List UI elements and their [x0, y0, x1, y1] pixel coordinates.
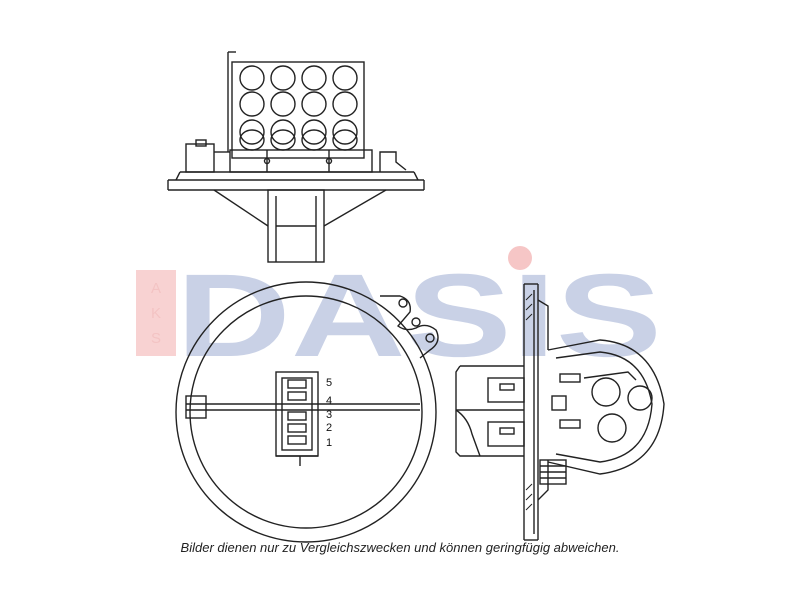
watermark-brand: DASIS — [176, 250, 662, 382]
resistor-coils — [239, 65, 358, 151]
pin-label-5: 5 — [326, 377, 332, 389]
svg-text:S: S — [151, 330, 161, 347]
watermark-logo: A K S DASIS — [136, 246, 662, 382]
watermark-side-label: A K S — [151, 280, 161, 347]
pin-label-4: 4 — [326, 395, 332, 407]
front-view — [175, 281, 439, 543]
pin-labels: 5 4 3 2 1 — [326, 377, 332, 449]
svg-text:A: A — [151, 280, 161, 297]
connector-pins — [287, 379, 307, 445]
svg-text:K: K — [151, 305, 161, 322]
pin-label-2: 2 — [326, 422, 332, 434]
side-view — [455, 283, 665, 541]
top-view — [167, 51, 425, 263]
caption: Bilder dienen nur zu Vergleichszwecken u… — [180, 540, 620, 555]
pin-label-3: 3 — [326, 409, 332, 421]
hatch-marks — [525, 293, 533, 511]
pin-label-1: 1 — [326, 437, 332, 449]
